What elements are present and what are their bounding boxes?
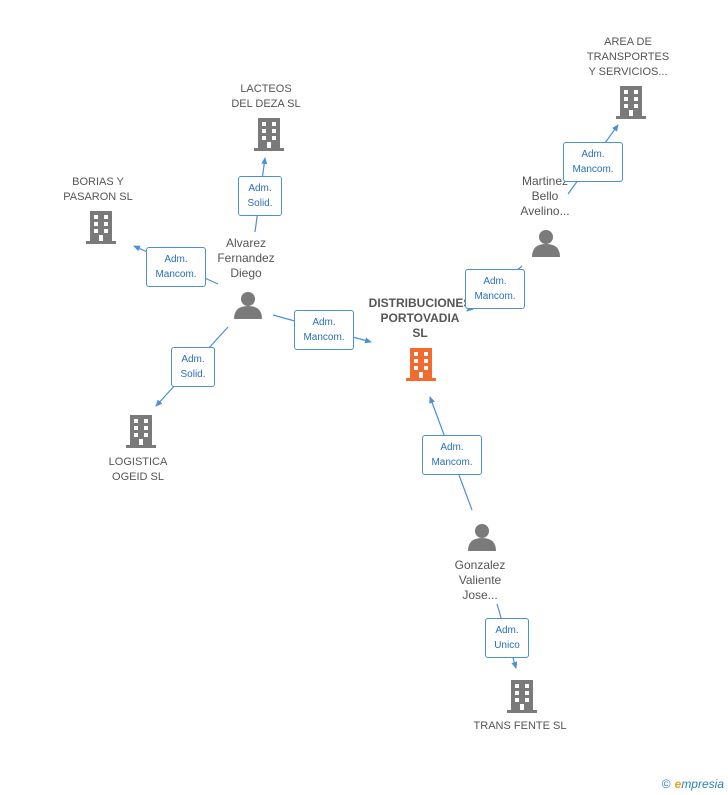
- person-icon-gonzalez[interactable]: [468, 524, 496, 551]
- building-icon-transfente[interactable]: [507, 680, 537, 713]
- brand-name: mpresia: [681, 777, 724, 791]
- brand-e: e: [674, 777, 682, 791]
- building-icon-center[interactable]: [406, 348, 436, 381]
- building-icon-lacteos[interactable]: [254, 118, 284, 151]
- node-label-borias[interactable]: BORIAS Y PASARON SL: [63, 176, 133, 203]
- person-icon-alvarez[interactable]: [234, 292, 262, 319]
- node-label-gonzalez[interactable]: Gonzalez Valiente Jose...: [454, 558, 506, 602]
- person-icon-martinez[interactable]: [532, 230, 560, 257]
- edge-label-gonzalez-center: Adm. Mancom.: [422, 435, 482, 475]
- edge-label-martinez-area: Adm. Mancom.: [563, 142, 623, 182]
- edge-label-alvarez-center: Adm. Mancom.: [294, 310, 354, 350]
- building-icon-area[interactable]: [616, 86, 646, 119]
- edge-label-alvarez-logistica: Adm. Solid.: [171, 347, 215, 387]
- edge-label-martinez-center: Adm. Mancom.: [465, 269, 525, 309]
- node-label-martinez[interactable]: Martinez Bello Avelino...: [520, 174, 570, 218]
- node-label-alvarez[interactable]: Alvarez Fernandez Diego: [217, 236, 275, 280]
- node-label-transfente[interactable]: TRANS FENTE SL: [473, 720, 567, 732]
- building-icon-borias[interactable]: [86, 211, 116, 244]
- node-label-center[interactable]: DISTRIBUCIONES PORTOVADIA SL: [368, 296, 472, 340]
- node-label-logistica[interactable]: LOGISTICA OGEID SL: [108, 456, 168, 483]
- edge-label-alvarez-borias: Adm. Mancom.: [146, 247, 206, 287]
- edge-label-gonzalez-transfente: Adm. Unico: [485, 618, 529, 658]
- copyright-icon: ©: [661, 777, 671, 791]
- building-icon-logistica[interactable]: [126, 415, 156, 448]
- node-label-lacteos[interactable]: LACTEOS DEL DEZA SL: [231, 83, 301, 110]
- empresia-brand[interactable]: ©empresia: [662, 777, 724, 791]
- edge-label-alvarez-lacteos: Adm. Solid.: [238, 176, 282, 216]
- node-label-area[interactable]: AREA DE TRANSPORTES Y SERVICIOS...: [586, 36, 670, 78]
